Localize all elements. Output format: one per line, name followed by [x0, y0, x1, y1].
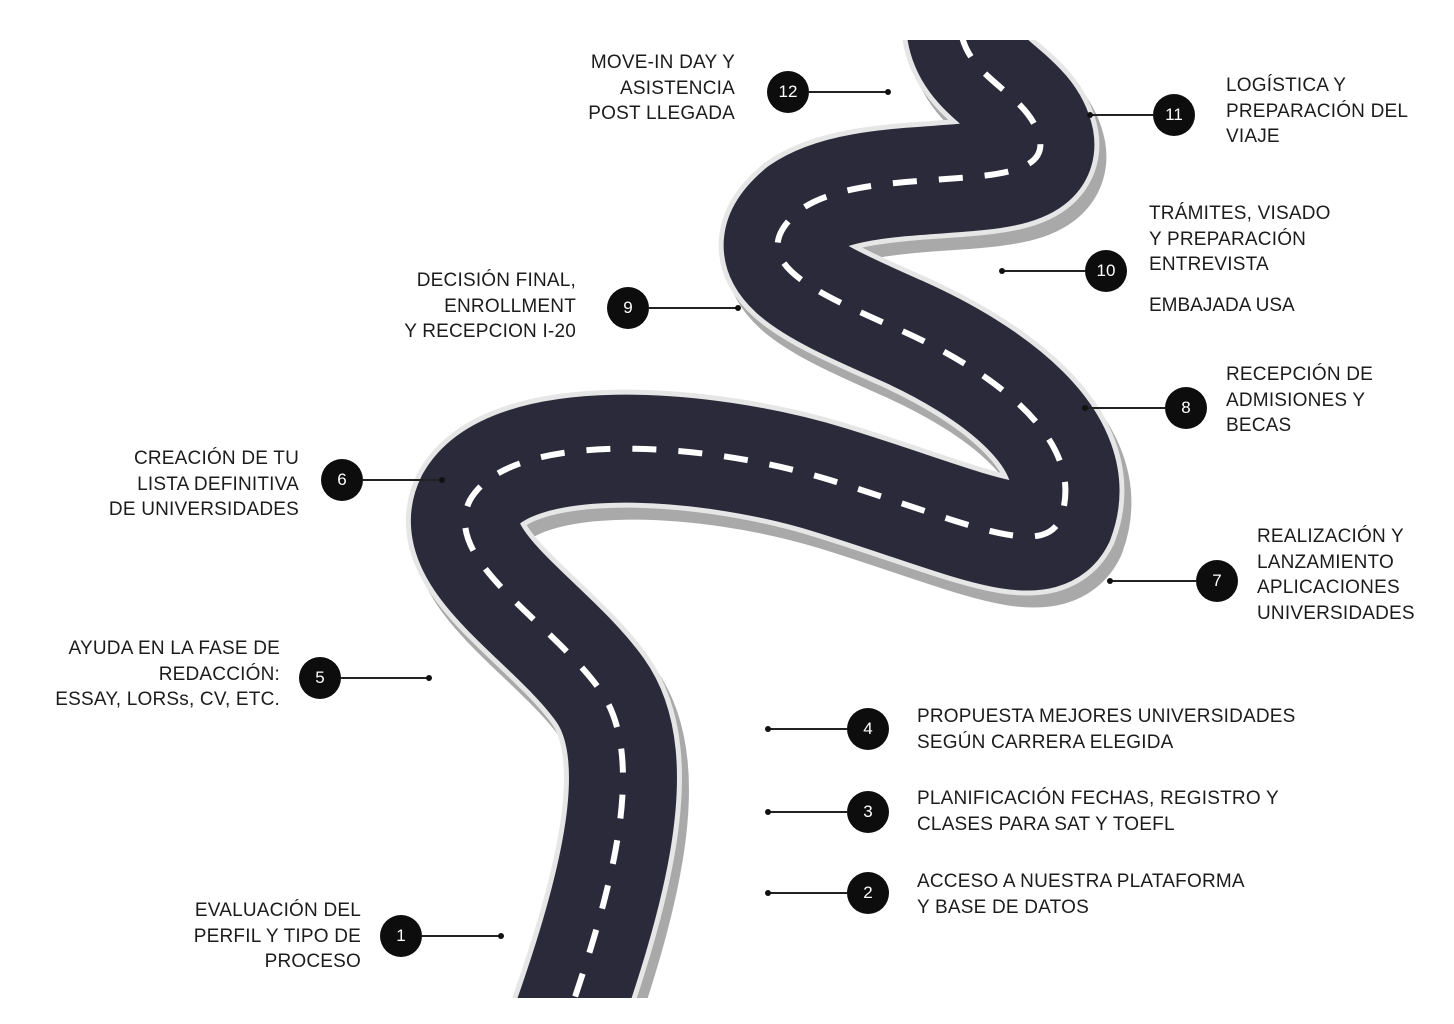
- step-3-label: PLANIFICACIÓN FECHAS, REGISTRO Y CLASES …: [917, 788, 1279, 835]
- step-4-badge: 4: [847, 708, 889, 750]
- step-3-dot: [765, 809, 771, 815]
- step-10-extra-label: EMBAJADA USA: [1149, 295, 1295, 316]
- road-center-dashes: [461, 40, 1069, 998]
- step-12-dot: [885, 89, 891, 95]
- step-7-dot: [1107, 578, 1113, 584]
- step-7-connector: [1110, 580, 1196, 582]
- step-11-connector: [1090, 114, 1153, 116]
- step-3-badge: 3: [847, 791, 889, 833]
- step-6-badge: 6: [321, 459, 363, 501]
- step-2-dot: [765, 890, 771, 896]
- step-9-badge: 9: [607, 287, 649, 329]
- step-8-connector: [1085, 407, 1165, 409]
- step-11-dot: [1087, 112, 1093, 118]
- step-10-dot: [999, 268, 1005, 274]
- step-3-connector: [768, 811, 847, 813]
- step-1-connector: [422, 935, 501, 937]
- step-2-connector: [768, 892, 847, 894]
- step-1-badge: 1: [380, 915, 422, 957]
- step-6-dot: [439, 477, 445, 483]
- step-8-label: RECEPCIÓN DE ADMISIONES Y BECAS: [1226, 364, 1374, 436]
- step-9-label: DECISIÓN FINAL, ENROLLMENT Y RECEPCION I…: [404, 270, 576, 342]
- step-11-badge: 11: [1153, 94, 1195, 136]
- step-12-badge: 12: [767, 71, 809, 113]
- step-1-dot: [498, 933, 504, 939]
- step-9-dot: [735, 305, 741, 311]
- step-2-badge: 2: [847, 872, 889, 914]
- step-5-badge: 5: [299, 657, 341, 699]
- step-2-label: ACCESO A NUESTRA PLATAFORMA Y BASE DE DA…: [917, 871, 1245, 918]
- step-10-badge: 10: [1085, 250, 1127, 292]
- step-5-connector: [341, 677, 429, 679]
- step-8-badge: 8: [1165, 387, 1207, 429]
- step-1-label: EVALUACIÓN DEL PERFIL Y TIPO DE PROCESO: [193, 900, 361, 972]
- step-5-dot: [426, 675, 432, 681]
- step-6-connector: [363, 479, 442, 481]
- step-8-dot: [1082, 405, 1088, 411]
- step-12-connector: [809, 91, 888, 93]
- step-4-connector: [768, 728, 847, 730]
- step-7-badge: 7: [1196, 560, 1238, 602]
- step-11-label: LOGÍSTICA Y PREPARACIÓN DEL VIAJE: [1226, 75, 1409, 147]
- step-5-label: AYUDA EN LA FASE DE REDACCIÓN: ESSAY, LO…: [55, 638, 280, 710]
- step-4-dot: [765, 726, 771, 732]
- step-12-label: MOVE-IN DAY Y ASISTENCIA POST LLEGADA: [588, 52, 735, 124]
- step-6-label: CREACIÓN DE TU LISTA DEFINITIVA DE UNIVE…: [108, 448, 299, 520]
- step-9-connector: [649, 307, 738, 309]
- step-7-label: REALIZACIÓN Y LANZAMIENTO APLICACIONES U…: [1257, 526, 1415, 624]
- step-4-label: PROPUESTA MEJORES UNIVERSIDADES SEGÚN CA…: [917, 706, 1296, 753]
- step-10-label: TRÁMITES, VISADO Y PREPARACIÓN ENTREVIST…: [1149, 203, 1331, 275]
- step-10-connector: [1002, 270, 1085, 272]
